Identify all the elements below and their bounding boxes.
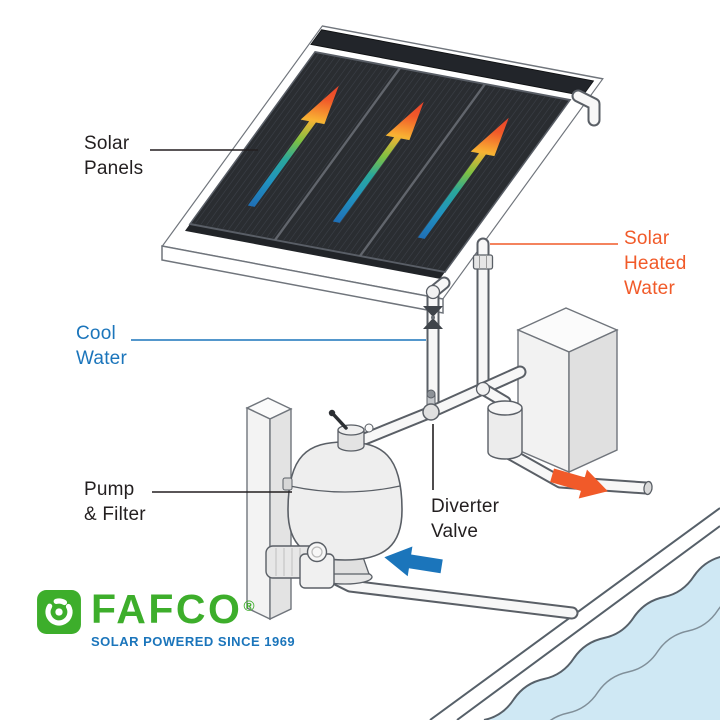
panel-divider — [273, 67, 402, 241]
heated-water-arrow-icon — [550, 468, 608, 499]
brand-name: FAFCO® — [91, 586, 255, 632]
pressure-gauge — [364, 423, 374, 433]
label-solar-panels: Solar Panels — [84, 133, 144, 180]
clamp-knob — [282, 477, 293, 491]
shutoff-valve — [423, 306, 443, 317]
valve-handle — [332, 413, 348, 430]
deck-coping-line — [456, 525, 720, 720]
water-ripple — [549, 606, 720, 720]
brand-tagline: SOLAR POWERED SINCE 1969 — [91, 633, 296, 649]
fafco-logo-icon — [37, 590, 81, 634]
equipment-enclosure — [516, 307, 619, 474]
label-cool-water: Cool Water — [76, 323, 127, 370]
flow-arrow-icon — [247, 85, 339, 207]
pipe-fittings — [422, 254, 494, 421]
manifold-elbow-pipe — [573, 91, 599, 125]
panel-top-manifold — [310, 29, 595, 97]
label-pump-filter: Pump & Filter — [84, 479, 146, 526]
roof-eave — [161, 245, 444, 314]
solar-panel-array — [161, 25, 604, 300]
water-edge — [483, 555, 720, 720]
diverter-valve-body — [422, 403, 440, 421]
pipe-tee — [475, 381, 491, 397]
fafco-logo: FAFCO® SOLAR POWERED SINCE 1969 — [36, 586, 296, 649]
label-diverter-valve: Diverter Valve — [431, 496, 500, 543]
diverter-valve-knob — [426, 389, 436, 399]
multiport-valve — [337, 430, 365, 452]
wall-slab — [245, 397, 293, 621]
pump-basket-lid — [306, 541, 328, 563]
label-solar-heated-water: Solar Heated Water — [624, 228, 687, 300]
flow-arrow-icon — [332, 101, 424, 223]
filter-tank — [287, 441, 403, 561]
flow-arrow-icon — [417, 117, 509, 239]
inline-tank — [487, 400, 523, 460]
pipe-open-end — [643, 480, 653, 496]
cool-water-arrow-icon — [384, 546, 443, 577]
pipe-coupling — [472, 254, 494, 270]
tank-clamp-band — [289, 485, 401, 493]
panel-divider — [358, 83, 487, 257]
registered-mark: ® — [243, 598, 255, 615]
leader-lines — [131, 149, 618, 493]
pipe-elbow — [425, 284, 441, 300]
pump-and-filter — [265, 409, 403, 589]
